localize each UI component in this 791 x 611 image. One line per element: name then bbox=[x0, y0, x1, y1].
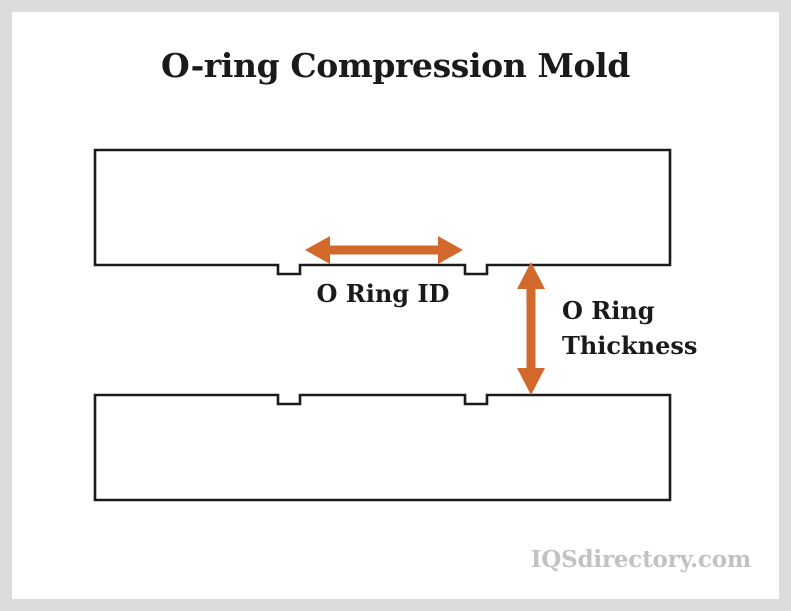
mold-cross-section-diagram bbox=[93, 148, 672, 502]
watermark: IQSdirectory.com bbox=[530, 546, 751, 573]
oring-id-label: O Ring ID bbox=[316, 279, 450, 308]
lower-mold-half bbox=[93, 393, 672, 502]
upper-mold-half bbox=[93, 148, 672, 276]
figure-canvas: O-ring Compression Mold O Ring ID O Ring bbox=[12, 12, 779, 599]
oring-thickness-label: O Ring Thickness bbox=[562, 293, 697, 363]
oring-thickness-label-line1: O Ring bbox=[562, 296, 655, 325]
oring-id-dimension-arrow bbox=[305, 236, 463, 264]
oring-thickness-label-line2: Thickness bbox=[562, 331, 698, 360]
oring-thickness-dimension-arrow bbox=[517, 262, 545, 395]
page-title: O-ring Compression Mold bbox=[161, 46, 630, 85]
